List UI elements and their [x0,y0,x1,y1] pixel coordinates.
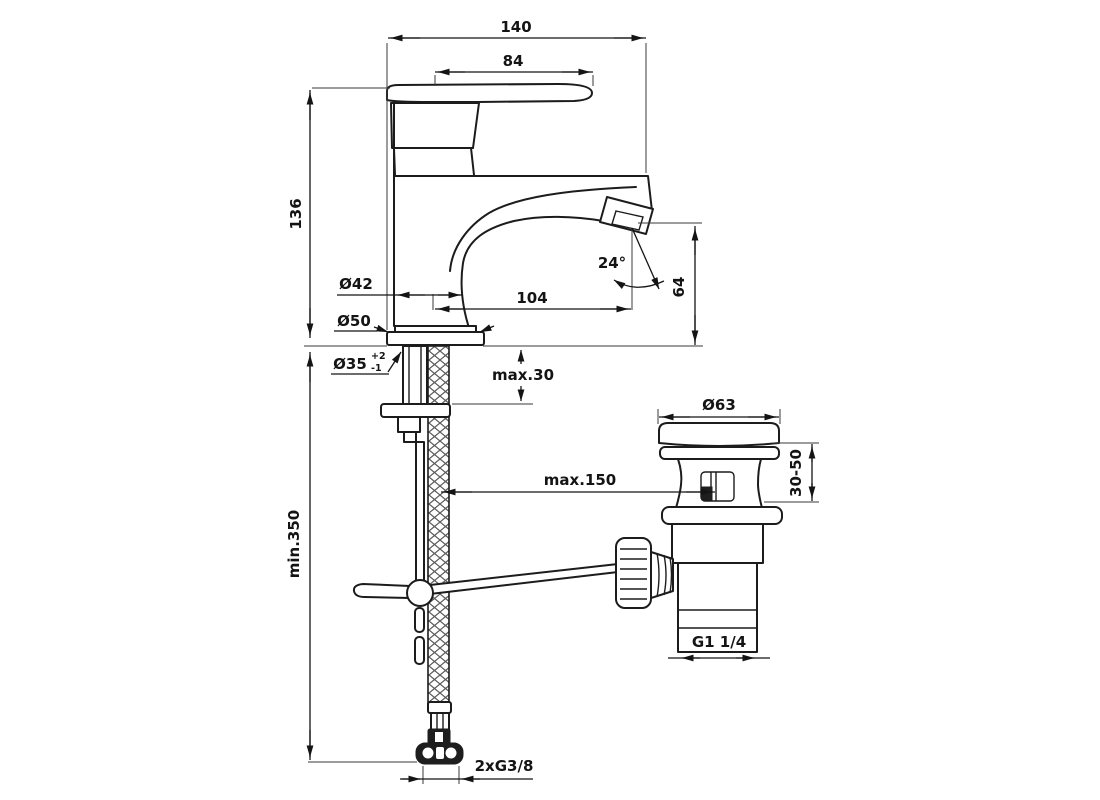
drain-tailpiece-lines [678,609,757,629]
dim-label-136: 136 [287,198,305,229]
dim-label-84: 84 [503,52,524,70]
dim-waste-clamp-30-50: 30-50 [787,444,816,501]
connector-bracket-slot [435,732,443,742]
supply-nut-center [436,747,444,759]
dim-label-24deg: 24° [598,254,626,272]
drain-slot-fill [701,486,713,501]
drain-tailpiece-upper [671,523,764,564]
dim-label-g114: G1 1/4 [692,633,746,651]
popup-rod [415,441,425,585]
dim-label-2xg38: 2xG3/8 [475,757,534,775]
side-cone-ridges [656,552,673,598]
spout-top-edge [393,175,653,212]
threaded-shank [402,345,428,405]
popup-rod-segment-1 [414,607,425,633]
dim-label-max150: max.150 [544,471,616,489]
clamp-bracket-upper [397,416,421,433]
dim-base-diameter-50: Ø50 [334,312,495,333]
dim-outlet-height-64: 64 [670,226,699,345]
base-plate [386,331,485,346]
dim-label-d35-tol-plus: +2 [371,351,386,362]
below-deck-assembly [352,345,619,765]
spout-underside-curve [460,215,604,332]
dim-supply-thread-2xg38: 2xG3/8 [400,757,534,783]
popup-lever-left-arm [352,583,411,599]
popup-link-rod [429,563,619,595]
drain-side-cone [650,551,674,599]
clamp-bracket-lower [403,431,417,443]
dim-label-d42: Ø42 [339,275,373,293]
dim-label-d35: Ø35 [333,355,367,373]
popup-pivot-joint [406,579,434,607]
dim-spout-reach-104: 104 [435,289,631,313]
dim-label-104: 104 [516,289,547,307]
drain-assembly [615,422,783,653]
flexible-supply-hose [427,345,450,705]
dim-hole-diameter-35: Ø35 +2 -1 [331,351,402,375]
dim-body-diameter-42: Ø42 [337,275,463,299]
side-nut-knurling [620,548,647,600]
mounting-washer [380,403,451,418]
faucet-body [386,83,654,346]
dim-label-d35-tol-minus: -1 [371,363,382,374]
drain-rod-slot [700,471,735,502]
dim-label-max30: max.30 [492,366,554,384]
dim-overall-width-140: 140 [388,18,646,42]
cartridge-collar [392,147,475,176]
drain-tailpiece-lower [677,562,758,653]
dim-deck-thickness-max30: max.30 [492,349,554,402]
supply-nut-hole-left [422,747,434,759]
dim-rod-reach-max150: max.150 [441,471,715,496]
dimensions: 140 84 136 min.350 [285,18,816,783]
dim-label-140: 140 [500,18,531,36]
dim-waste-thread-g114: G1 1/4 [668,633,770,662]
handle-lever [386,83,593,103]
drain-flange-lip [659,446,780,460]
dim-label-64: 64 [670,277,688,298]
spout-inner-curve [449,186,637,272]
dim-body-height-136: 136 [287,90,314,338]
aerator-face-detail [611,210,644,231]
dim-label-d63: Ø63 [702,396,736,414]
dim-label-min350: min.350 [285,510,303,578]
aerator [599,196,654,235]
dim-handle-length-84: 84 [435,52,593,76]
dim-label-d50: Ø50 [337,312,371,330]
dim-label-30-50: 30-50 [787,449,805,497]
hose-collar [427,701,452,714]
dim-hose-length-min350: min.350 [285,352,314,760]
dim-spout-angle-24: 24° [598,227,665,290]
drain-plug-cap [658,422,780,447]
handle-cap [390,102,480,149]
popup-rod-segment-2 [414,636,425,665]
extension-lines [304,43,819,784]
dim-waste-flange-63: Ø63 [659,396,779,421]
shank-thread-lines [408,346,422,404]
drain-locknut [661,506,783,525]
supply-nut-hole-right [445,747,457,759]
